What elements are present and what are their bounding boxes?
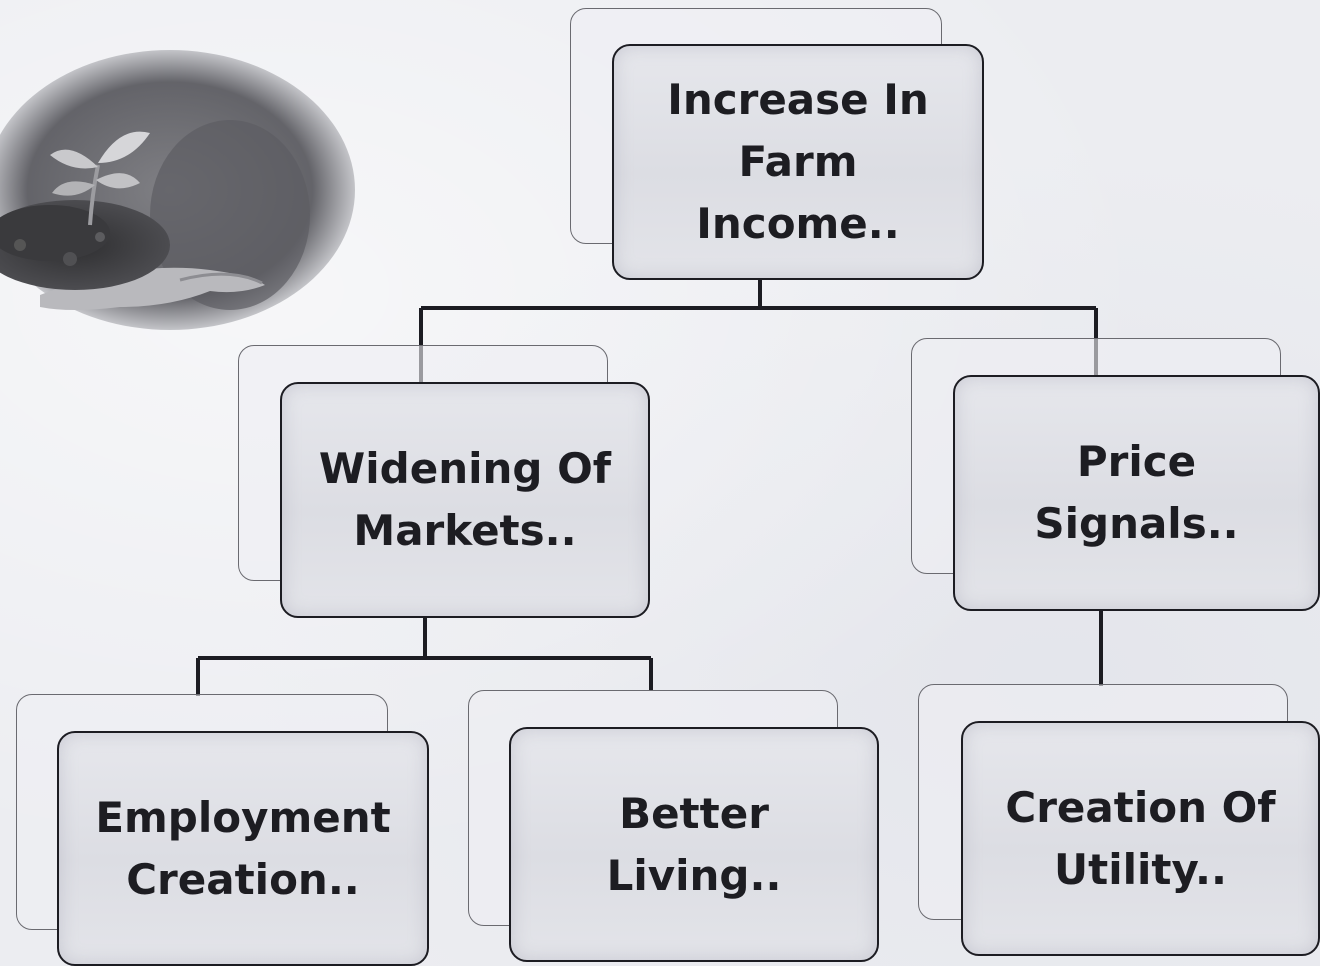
node-label: Price Signals.. — [1034, 437, 1239, 548]
node-label: Employment Creation.. — [95, 792, 391, 904]
node-increase-in-farm-income: Increase In Farm Income.. — [612, 44, 984, 280]
seedling-in-hands-photo — [0, 50, 355, 330]
node-label: Widening Of Markets.. — [318, 444, 612, 555]
node-employment-creation: Employment Creation.. — [57, 731, 429, 966]
node-price-signals: Price Signals.. — [953, 375, 1320, 611]
node-widening-of-markets: Widening Of Markets.. — [280, 382, 650, 618]
node-label: Better Living.. — [606, 788, 782, 900]
node-label: Creation Of Utility.. — [1005, 782, 1276, 894]
node-better-living: Better Living.. — [509, 727, 879, 962]
node-creation-of-utility: Creation Of Utility.. — [961, 721, 1320, 956]
node-label: Increase In Farm Income.. — [667, 75, 929, 248]
